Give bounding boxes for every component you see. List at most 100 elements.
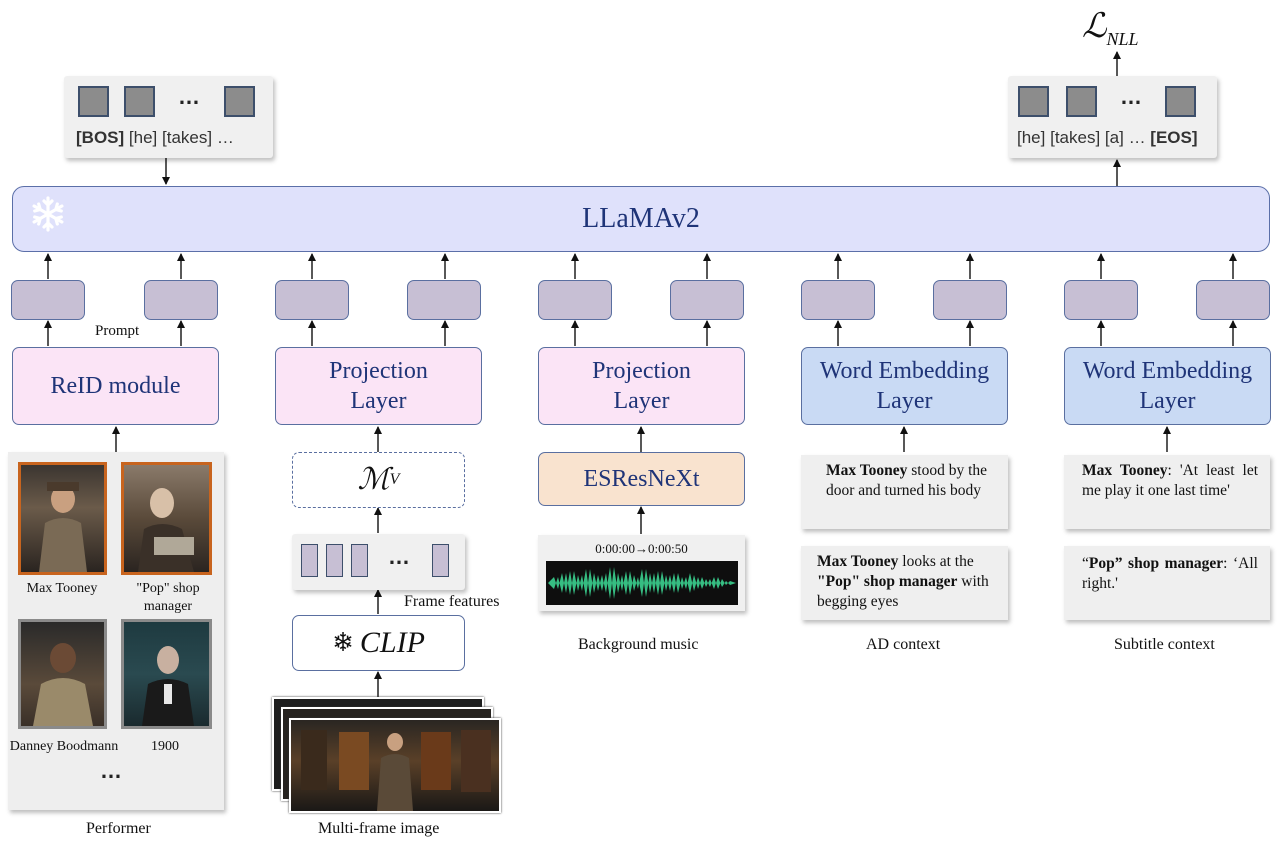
input-token-label: [takes] [162, 128, 213, 147]
input-token-box: … [BOS] [he] [takes] … [64, 76, 273, 158]
adapter-block [144, 280, 218, 320]
output-token-dots: … [1120, 84, 1142, 109]
ad-context-bold: Max Tooney [826, 462, 908, 479]
performer-name: 1900 [151, 739, 179, 754]
performer-name: "Pop" shop manager [136, 581, 200, 614]
performer-photo [18, 462, 107, 575]
output-token-label: [a] [1104, 128, 1124, 147]
adapter-block [275, 280, 349, 320]
adapter-block [538, 280, 612, 320]
adapter-block [11, 280, 85, 320]
reid-module: ReID module [12, 347, 219, 425]
performer-photo [121, 462, 212, 575]
snowflake-icon [32, 196, 64, 232]
waveform-graphic [548, 567, 736, 599]
word-embedding-label: Word Embedding [1082, 358, 1253, 384]
loss-label: ℒNLL [1082, 6, 1139, 50]
frame-features-box: … [292, 534, 465, 590]
output-token-label: [takes] [1050, 128, 1101, 147]
output-token-2 [1066, 86, 1097, 117]
clip-snowflake-icon: ❄ [332, 628, 354, 657]
subtitle-context-caption: Subtitle context [1114, 636, 1215, 653]
ad-context-text: with begging eyes [817, 573, 989, 610]
ad-context-text: looks at the [898, 553, 974, 570]
ad-context-entry: Max Tooney stood by the door and turned … [801, 455, 1008, 529]
input-token-3 [224, 86, 255, 117]
subtitle-context-entry: Max Tooney: 'At least let me play it one… [1064, 455, 1270, 529]
input-token-1 [78, 86, 109, 117]
subtitle-context-bold: Pop [1088, 555, 1115, 572]
subtitle-context-entry: “Pop” shop manager: ‘All right.' [1064, 546, 1270, 620]
ad-context-bold: "Pop" shop manager [817, 573, 958, 590]
reid-module-label: ReID module [50, 373, 181, 399]
output-token-3 [1165, 86, 1196, 117]
mv-subscript: V [389, 471, 400, 488]
bos-token-label: [BOS] [76, 128, 125, 147]
waveform [546, 561, 738, 605]
adapter-block [801, 280, 875, 320]
frame-feature-token [301, 544, 318, 577]
adapter-block [407, 280, 481, 320]
ad-context-entry: Max Tooney looks at the "Pop" shop manag… [801, 546, 1008, 620]
output-token-label: [he] [1017, 128, 1046, 147]
input-token-2 [124, 86, 155, 117]
adapter-block [1196, 280, 1270, 320]
output-token-labels: [he] [takes] [a] … [EOS] [1017, 128, 1198, 148]
projection-layer-label: Projection [592, 358, 691, 384]
adapter-block [670, 280, 744, 320]
audio-timestamp: 0:00:00→0:00:50 [595, 541, 688, 556]
projection-layer-label: Projection [329, 358, 428, 384]
video-frame [289, 718, 501, 813]
subtitle-context-bold: ” shop manager [1114, 555, 1224, 572]
clip-encoder: ❄ CLIP [292, 615, 465, 671]
llm-label: LLaMAv2 [582, 203, 700, 234]
input-token-dots: … [178, 84, 200, 109]
performer-name: Danney Boodmann [9, 739, 119, 754]
input-token-label: … [216, 128, 234, 147]
performer-name: Max Tooney [26, 581, 98, 596]
frame-feature-token [326, 544, 343, 577]
background-music-caption: Background music [578, 636, 699, 653]
multi-frame-caption: Multi-frame image [318, 820, 440, 837]
performer-more-dots: … [100, 758, 122, 783]
loss-symbol: ℒ [1082, 8, 1107, 45]
subtitle-context-text: : 'At least let me play it one last time… [1082, 462, 1258, 499]
frame-feature-token [351, 544, 368, 577]
ad-context-caption: AD context [866, 636, 941, 653]
prompt-label: Prompt [95, 323, 140, 339]
clip-label: CLIP [359, 626, 425, 659]
word-embedding-label: Layer [876, 388, 933, 414]
ad-context-text: stood by the door and turned his body [826, 462, 988, 499]
performer-panel: Max Tooney "Pop" shop manager Danney Boo… [8, 452, 224, 810]
adapter-block [1064, 280, 1138, 320]
projection-layer-label: Layer [613, 388, 670, 414]
output-token-1 [1018, 86, 1049, 117]
adapter-block [933, 280, 1007, 320]
performer-photo [121, 619, 212, 729]
audio-panel: 0:00:00→0:00:50 [538, 535, 745, 611]
performer-caption: Performer [86, 820, 151, 837]
frame-feature-token [432, 544, 449, 577]
frame-features-label: Frame features [404, 593, 500, 610]
output-token-label: … [1128, 128, 1146, 147]
eos-token-label: [EOS] [1150, 128, 1198, 147]
loss-subscript: NLL [1106, 28, 1139, 49]
frame-feature-dots: … [388, 544, 410, 569]
esresnext-label: ESResNeXt [583, 466, 700, 492]
word-embedding-label: Layer [1139, 388, 1196, 414]
ad-context-bold: Max Tooney [817, 553, 899, 570]
performer-photo [18, 619, 107, 729]
subtitle-context-bold: Max Tooney [1082, 462, 1168, 479]
input-token-labels: [BOS] [he] [takes] … [76, 128, 234, 148]
projection-layer-label: Layer [350, 388, 407, 414]
output-token-box: … [he] [takes] [a] … [EOS] [1008, 76, 1217, 158]
input-token-label: [he] [128, 128, 158, 147]
mv-symbol: ℳ [357, 463, 390, 496]
esresnext-encoder: ESResNeXt [538, 452, 745, 506]
word-embedding-label: Word Embedding [819, 358, 990, 384]
